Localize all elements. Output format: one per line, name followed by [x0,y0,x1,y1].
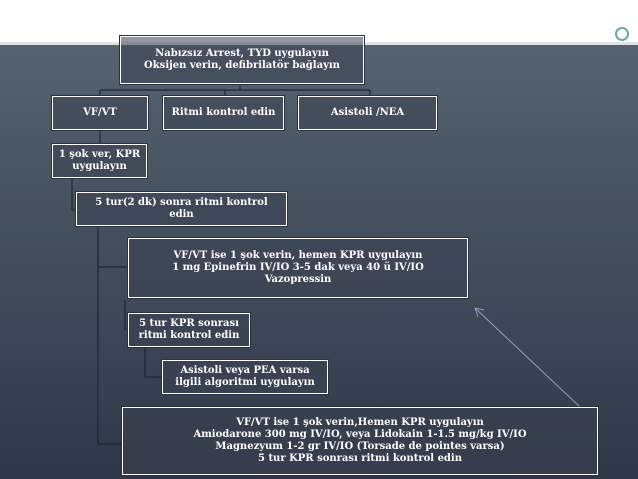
box-nabizsiz-arrest: Nabızsız Arrest, TYD uygulayın Oksijen v… [119,35,365,85]
box-line: Asistoli /NEA [330,107,405,118]
box-line: ilgili algoritmi uygulayın [175,377,315,388]
box-line: Oksijen verin, defibrilatör bağlayın [144,60,340,71]
box-line: VF/VT [83,107,117,118]
box-5-tur-kpr: 5 tur KPR sonrası ritmi kontrol edin [127,312,251,348]
box-line: ritmi kontrol edin [138,330,240,341]
return-arrow-head-icon [474,307,485,318]
box-ritmi-kontrol: Ritmi kontrol edin [162,95,285,131]
box-amiodarone: VF/VT ise 1 şok verin,Hemen KPR uygulayı… [121,406,599,476]
box-line: VF/VT ise 1 şok verin,Hemen KPR uygulayı… [236,417,484,428]
box-line: Magnezyum 1-2 gr IV/IO (Torsade de point… [215,441,505,452]
box-5-tur: 5 tur(2 dk) sonra ritmi kontrol edin [75,191,288,227]
box-line: 5 tur KPR sonrası [139,318,239,329]
box-sok-ver: 1 şok ver, KPR uygulayın [51,143,148,179]
box-line: Amiodarone 300 mg IV/IO, veya Lidokain 1… [193,429,527,440]
box-epinefrin: VF/VT ise 1 şok verin, hemen KPR uygulay… [127,237,469,299]
return-arrow-line [474,307,581,408]
box-line: Ritmi kontrol edin [171,107,276,118]
circle-decoration-icon [615,27,629,41]
box-line: uygulayın [72,161,127,172]
box-line: edin [169,209,194,220]
box-asistoli-pea: Asistoli veya PEA varsa ilgili algoritmi… [161,359,329,395]
box-line: Vazopressin [264,274,332,285]
box-line: VF/VT ise 1 şok verin, hemen KPR uygulay… [173,250,423,261]
box-asistoli: Asistoli /NEA [297,95,438,131]
box-vfvt: VF/VT [51,95,149,131]
box-line: 1 mg Epinefrin IV/IO 3-5 dak veya 40 ü I… [172,262,424,273]
box-line: 5 tur(2 dk) sonra ritmi kontrol [95,197,268,208]
box-line: Asistoli veya PEA varsa [180,365,310,376]
box-line: Nabızsız Arrest, TYD uygulayın [155,48,329,59]
box-line: 1 şok ver, KPR [58,149,141,160]
box-line: 5 tur KPR sonrası ritmi kontrol edin [258,453,462,464]
